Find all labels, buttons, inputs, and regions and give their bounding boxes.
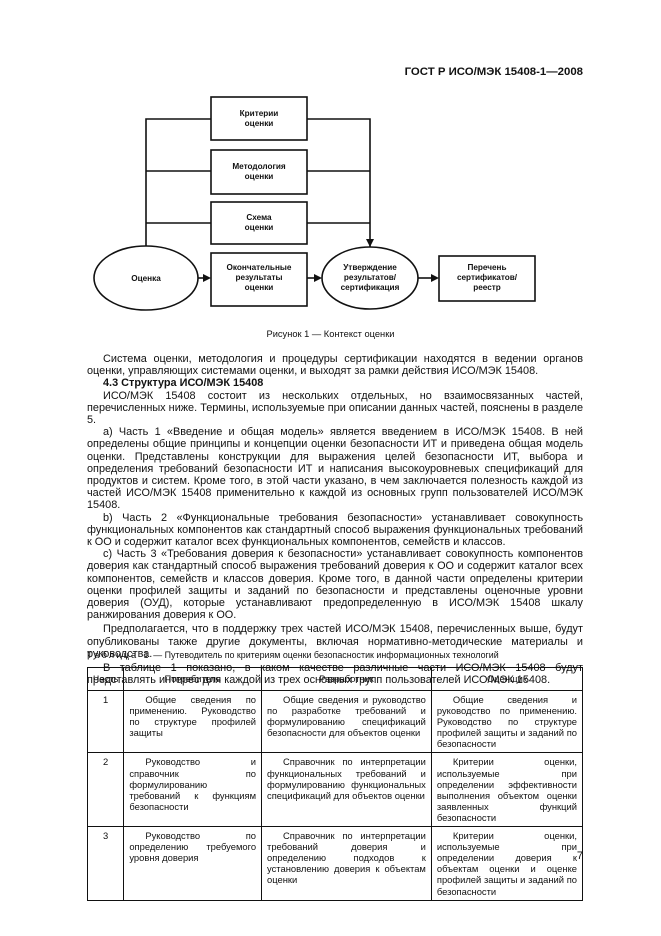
table-title: Таблица 1 — Путеводитель по критериям оц… bbox=[87, 650, 583, 660]
table-cell: Критерии оценки, используемые при опреде… bbox=[430, 752, 584, 828]
table-label: Таблица 1 bbox=[87, 650, 151, 660]
body-text: Система оценки, методология и процедуры … bbox=[87, 353, 583, 686]
section-heading: 4.3 Структура ИСО/МЭК 15408 bbox=[103, 377, 264, 390]
table-cell: Руководство и справочник по формулирован… bbox=[123, 752, 263, 828]
list-item: a) Часть 1 «Введение и общая модель» явл… bbox=[87, 426, 583, 512]
table-cell: Критерии оценки, используемые при опреде… bbox=[430, 826, 584, 901]
table-cell: 2 bbox=[86, 752, 125, 828]
left-feedback-line bbox=[145, 118, 211, 246]
page-header: ГОСТ Р ИСО/МЭК 15408-1—2008 bbox=[404, 66, 583, 78]
arrow-head bbox=[203, 274, 211, 282]
final-results-box bbox=[210, 252, 308, 307]
header-consumer: Потребитель bbox=[123, 667, 263, 691]
list-item: b) Часть 2 «Функциональные требования бе… bbox=[87, 511, 583, 549]
header-part: Часть bbox=[86, 667, 125, 691]
arrow-head bbox=[314, 274, 322, 282]
arrow-head bbox=[431, 274, 439, 282]
right-feedback-line bbox=[307, 118, 371, 247]
evaluation-label: Оценка bbox=[131, 274, 161, 283]
header-developer: Разработчик bbox=[261, 667, 432, 691]
table-cell: 1 bbox=[86, 689, 125, 754]
table-cell: Общие сведения и руководство по применен… bbox=[430, 689, 584, 754]
table-cell: Справочник по интерпретации функциональн… bbox=[261, 752, 432, 828]
figure-caption: Рисунок 1 — Контекст оценки bbox=[266, 329, 395, 339]
table-row: 2 Руководство и справочник по формулиров… bbox=[86, 752, 584, 828]
header-evaluator: Оценщик bbox=[430, 667, 584, 691]
criteria-guide-table: Часть Потребитель Разработчик Оценщик 1 … bbox=[86, 667, 584, 901]
list-item: c) Часть 3 «Требования доверия к безопас… bbox=[87, 548, 583, 622]
table-row: 3 Руководство по определению требуемого … bbox=[86, 826, 584, 901]
registry-box bbox=[438, 255, 536, 302]
table-row: 1 Общие сведения по применению. Руководс… bbox=[86, 689, 584, 754]
paragraph: Система оценки, методология и процедуры … bbox=[87, 353, 583, 378]
page-number: 7 bbox=[576, 850, 583, 862]
paragraph: ИСО/МЭК 15408 состоит из нескольких отде… bbox=[87, 389, 583, 427]
paragraph: Предполагается, что в поддержку трех час… bbox=[87, 623, 583, 660]
table-cell: Общие сведения и руководство по разработ… bbox=[261, 689, 432, 754]
table-cell: Руководство по определению требуемого ур… bbox=[123, 826, 263, 901]
table-header-row: Часть Потребитель Разработчик Оценщик bbox=[86, 667, 584, 691]
arrow-head bbox=[366, 239, 374, 247]
table-caption: — Путеводитель по критериям оценки безоп… bbox=[150, 650, 499, 660]
table-cell: 3 bbox=[86, 826, 125, 901]
methodology-box bbox=[210, 149, 308, 195]
table-cell: Общие сведения по применению. Руководств… bbox=[123, 689, 263, 754]
table-cell: Справочник по интерпретации требований д… bbox=[261, 826, 432, 901]
